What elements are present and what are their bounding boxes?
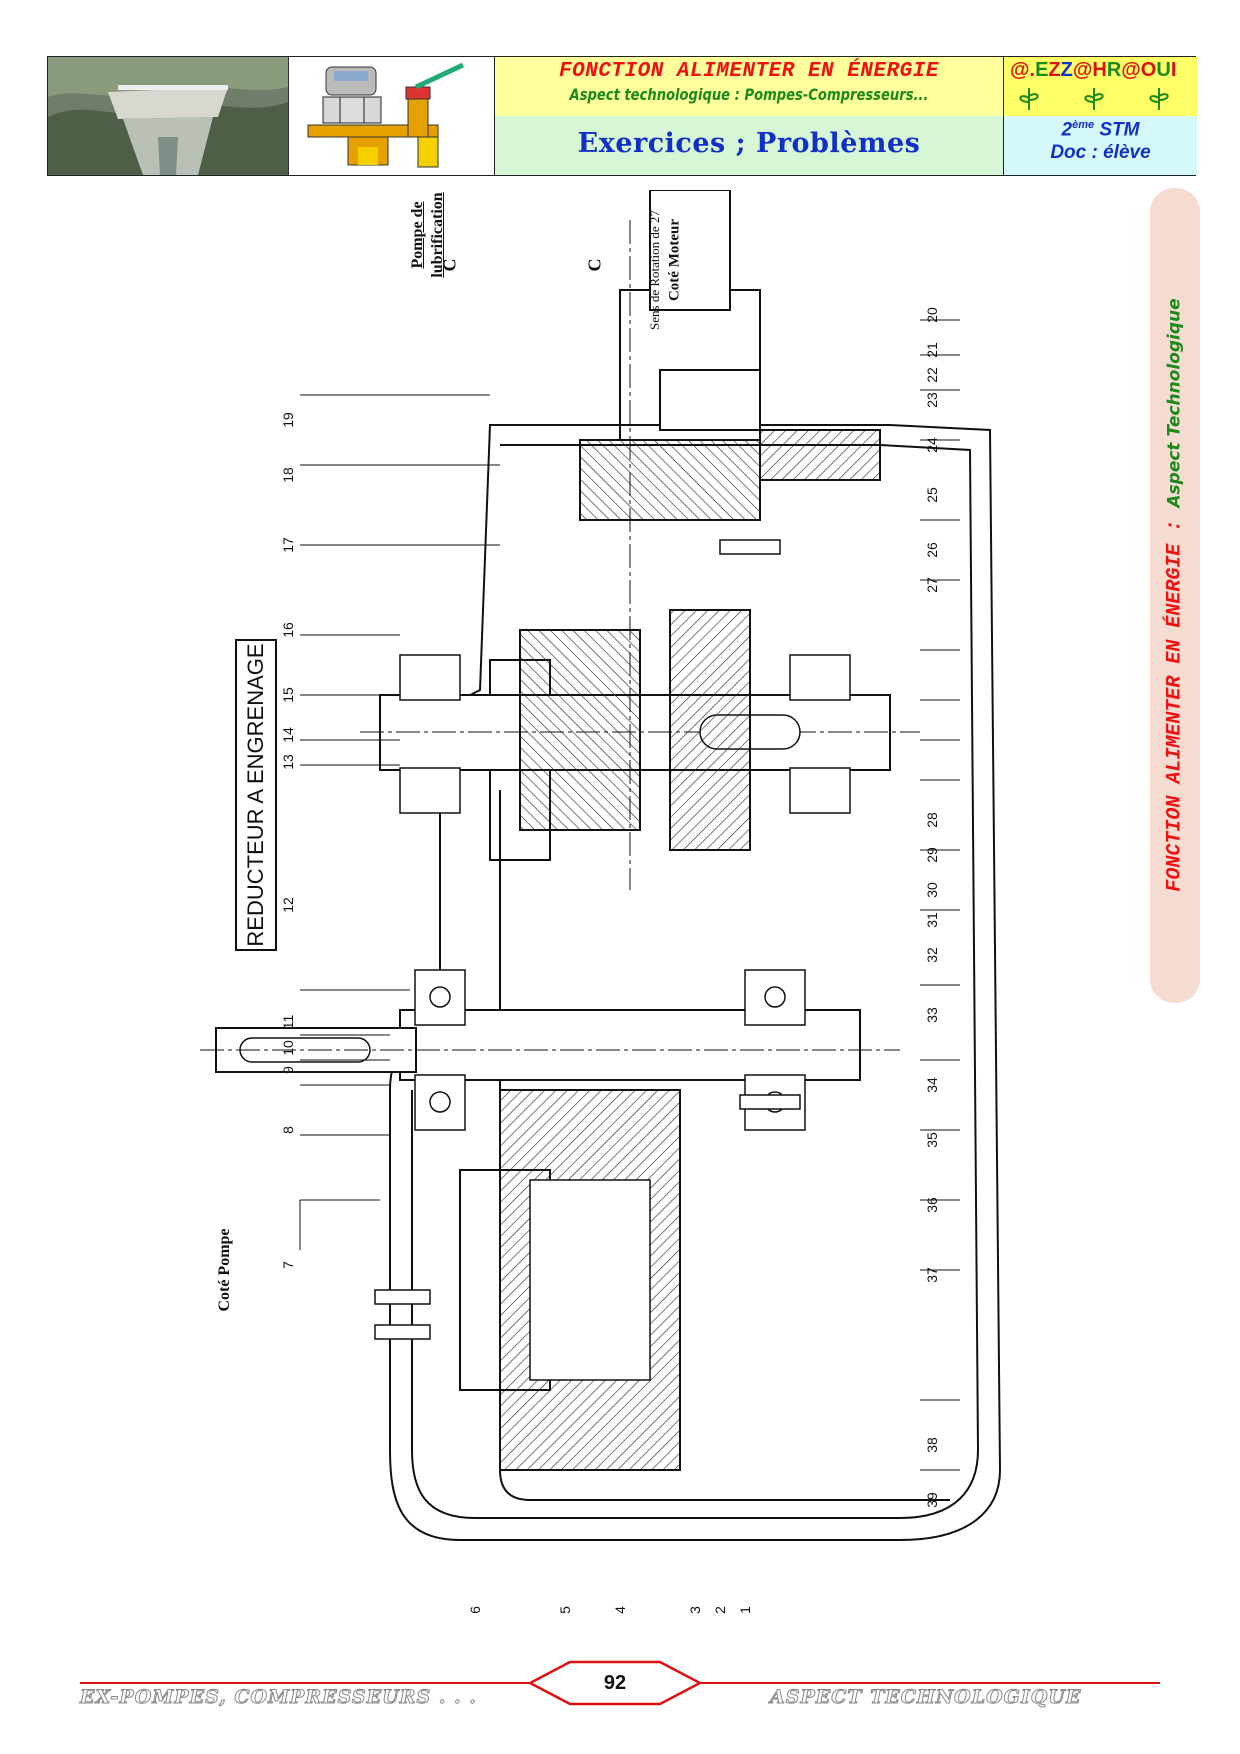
footer: EX-POMPES, COMPRESSEURS . . . 92 ASPECT … — [80, 1660, 1160, 1720]
part-number-bottom: 35 — [924, 1132, 940, 1148]
part-number-bottom: 33 — [924, 1007, 940, 1023]
drawing-title: REDUCTEUR A ENGRENAGE — [243, 643, 268, 947]
part-number-top: 9 — [280, 1066, 296, 1074]
part-number-top: 15 — [280, 687, 296, 703]
part-number-left: 1 — [737, 1606, 753, 1614]
part-number-top: 16 — [280, 622, 296, 638]
part-number-bottom: 22 — [924, 367, 940, 383]
part-number-bottom: 32 — [924, 947, 940, 963]
section-title: Exercices ; Problèmes — [577, 128, 921, 159]
technical-drawing — [200, 189, 1002, 1541]
gear-reducer-drawing: REDUCTEUR A ENGRENAGE Pompe de lubrifica… — [200, 189, 1090, 1635]
part-number-bottom: 34 — [924, 1077, 940, 1093]
footer-right: ASPECT TECHNOLOGIQUE — [769, 1686, 1082, 1709]
part-number-bottom: 27 — [924, 577, 940, 593]
part-number-left: 3 — [687, 1606, 703, 1614]
part-number-left: 6 — [467, 1606, 483, 1614]
part-number-bottom: 38 — [924, 1437, 940, 1453]
part-number-bottom: 39 — [924, 1492, 940, 1508]
part-number-bottom: 24 — [924, 437, 940, 453]
footer-left: EX-POMPES, COMPRESSEURS . . . — [80, 1686, 477, 1709]
part-number-top: 10 — [280, 1040, 296, 1056]
part-number-bottom: 20 — [924, 307, 940, 323]
title-cell: FONCTION ALIMENTER EN ÉNERGIE Aspect tec… — [495, 57, 1004, 117]
part-number-bottom: 30 — [924, 882, 940, 898]
part-number-bottom: 29 — [924, 847, 940, 863]
part-number-top: 18 — [280, 467, 296, 483]
side-banner-text: FONCTION ALIMENTER EN ÉNERGIE : Aspect T… — [1163, 298, 1187, 892]
part-number-top: 13 — [280, 754, 296, 770]
part-number-top: 8 — [280, 1126, 296, 1134]
section-mark-c1: C — [439, 258, 460, 272]
brand-logo: @.EZZ@HR@OUI — [1010, 59, 1177, 81]
header-table: FONCTION ALIMENTER EN ÉNERGIE Aspect tec… — [47, 56, 1197, 176]
class-level: 2ème STM — [1061, 119, 1140, 141]
part-number-bottom: 28 — [924, 812, 940, 828]
level-cell: 2ème STM Doc : élève — [1004, 116, 1197, 175]
part-number-bottom: 36 — [924, 1197, 940, 1213]
brand-cell: @.EZZ@HR@OUI — [1004, 57, 1197, 117]
pump-side-label: Coté Pompe — [216, 1228, 233, 1312]
part-number-bottom: 21 — [924, 342, 940, 358]
part-number-bottom: 26 — [924, 542, 940, 558]
part-number-left: 5 — [557, 1606, 573, 1614]
side-banner: FONCTION ALIMENTER EN ÉNERGIE : Aspect T… — [1150, 188, 1200, 1003]
motor-side-label: Coté Moteur — [666, 218, 683, 302]
section-mark-c2: C — [584, 258, 605, 272]
pump-diagram-icon — [288, 57, 495, 175]
part-number-left: 2 — [712, 1606, 728, 1614]
part-number-top: 7 — [280, 1261, 296, 1269]
pump-label-1: Pompe de — [409, 201, 426, 269]
part-number-bottom: 23 — [924, 392, 940, 408]
section-cell: Exercices ; Problèmes — [495, 116, 1004, 175]
part-number-top: 17 — [280, 537, 296, 553]
page-number: 92 — [603, 1672, 627, 1694]
part-number-top: 19 — [280, 412, 296, 428]
part-number-top: 11 — [280, 1014, 296, 1030]
doc-type: Doc : élève — [1050, 142, 1151, 164]
part-number-bottom: 31 — [924, 912, 940, 928]
plant-icon — [1019, 88, 1169, 110]
subtitle: Aspect technologique : Pompes-Compresseu… — [569, 85, 929, 104]
rotation-label: Sens de Rotation de 27 — [647, 210, 662, 330]
part-number-left: 4 — [612, 1606, 628, 1614]
part-number-top: 12 — [280, 897, 296, 913]
page-number-badge: 92 — [527, 1660, 703, 1706]
dam-photo — [48, 57, 289, 175]
main-title: FONCTION ALIMENTER EN ÉNERGIE — [559, 60, 939, 83]
part-number-bottom: 37 — [924, 1267, 940, 1283]
part-number-bottom: 25 — [924, 487, 940, 503]
part-number-top: 14 — [280, 727, 296, 743]
